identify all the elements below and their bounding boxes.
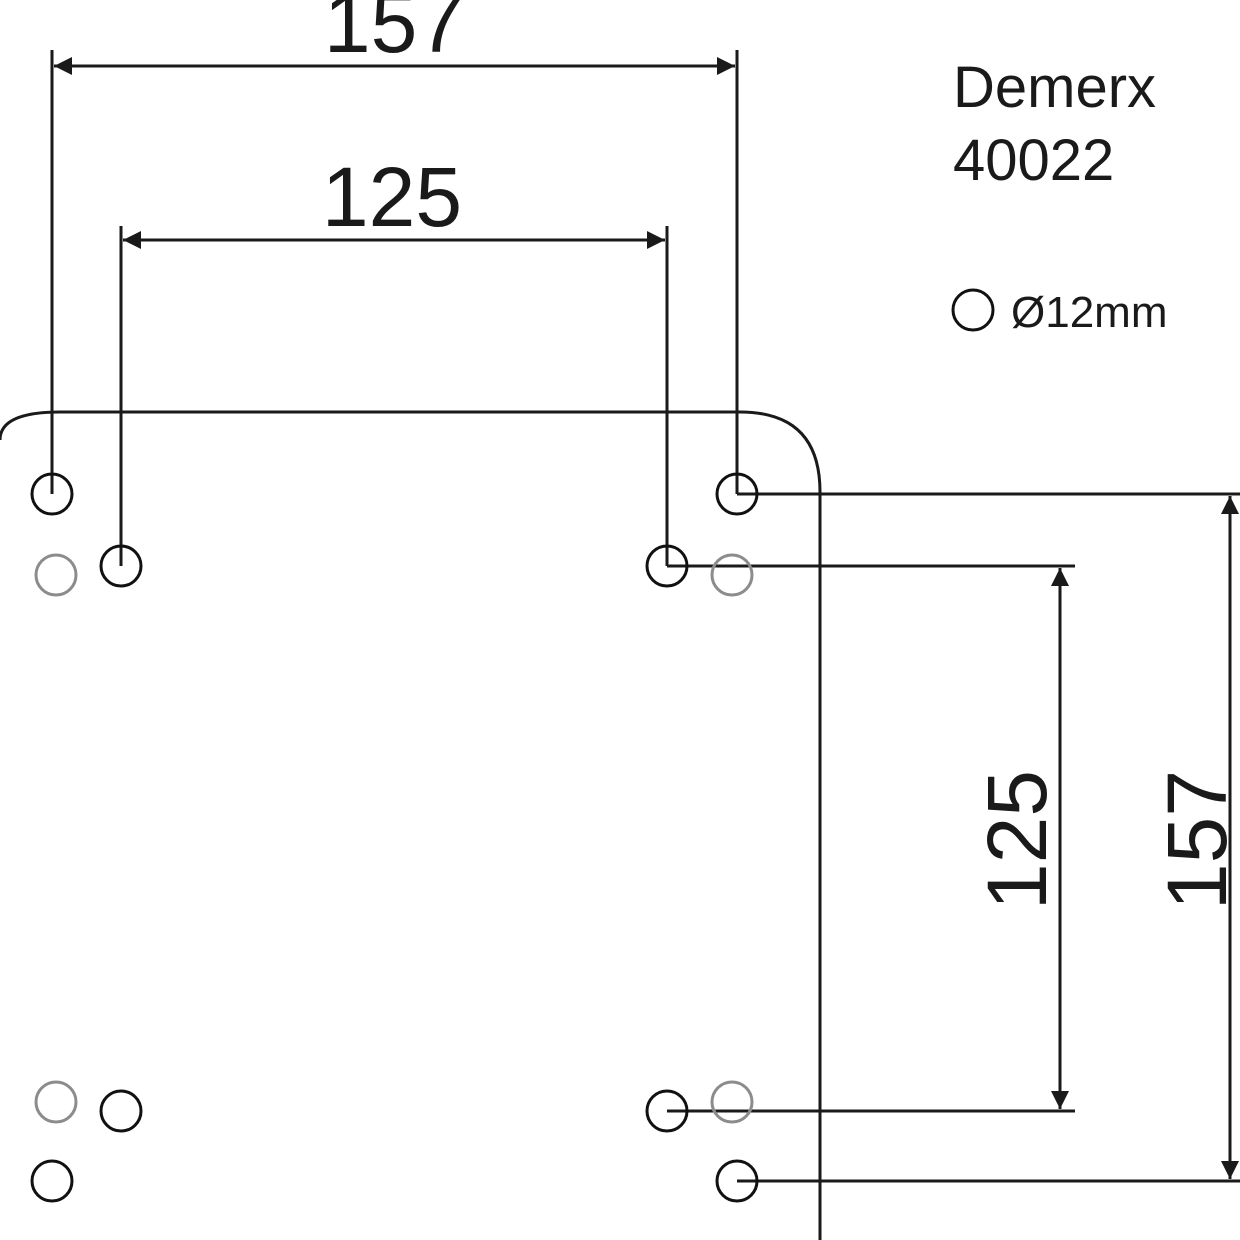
- hole-inner-top-left: [99, 544, 143, 588]
- hole-outer-bottom-left: [30, 1159, 74, 1203]
- hole-outer-top-left: [30, 472, 74, 516]
- top-inner-dimension-label: 125: [322, 150, 462, 244]
- hole-alt-top-right: [710, 553, 754, 597]
- hole-inner-bottom-right: [645, 1089, 689, 1133]
- plate-outline: [0, 410, 822, 1240]
- hole-outer-bottom-right: [715, 1159, 759, 1203]
- right-inner-dimension-label: 125: [970, 770, 1064, 910]
- hole-inner-bottom-left: [99, 1089, 143, 1133]
- brand-label: Demerx: [953, 55, 1156, 120]
- right-outer-dimension-label: 157: [1150, 770, 1240, 910]
- hole-alt-bottom-right: [710, 1080, 754, 1124]
- hole-legend-label: Ø12mm: [1011, 288, 1167, 337]
- hole-inner-top-right: [645, 544, 689, 588]
- top-outer-dimension-label: 157: [324, 0, 464, 70]
- hole-legend-icon: [951, 288, 995, 332]
- hole-alt-top-left: [34, 553, 78, 597]
- model-label: 40022: [953, 128, 1114, 193]
- hole-outer-top-right: [715, 472, 759, 516]
- hole-alt-bottom-left: [34, 1080, 78, 1124]
